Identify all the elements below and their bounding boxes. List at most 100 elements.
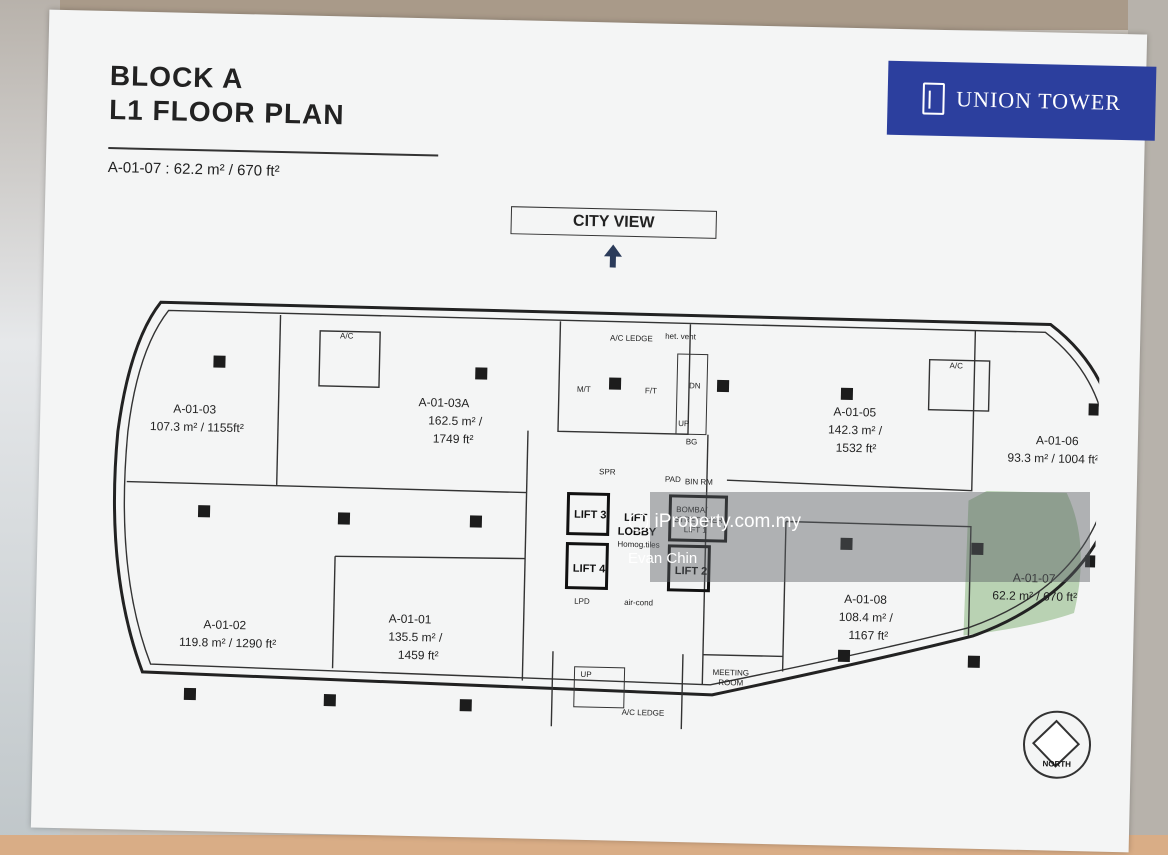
unit-area: 119.8 m² / 1290 ft² — [179, 635, 276, 651]
stretcher-label: STRETCHER — [674, 515, 723, 525]
column — [716, 379, 730, 393]
column — [197, 505, 211, 518]
wall-0101-top — [335, 555, 526, 560]
column — [608, 377, 622, 390]
inner-outline — [123, 309, 1102, 686]
wall-toilets-top — [557, 321, 692, 435]
unit-id: A-01-03A — [418, 395, 469, 410]
meeting-room-label: MEETING — [712, 668, 749, 678]
meeting-room-label-2: ROOM — [718, 678, 743, 688]
column — [337, 512, 351, 525]
ac-ledge-top-label: A/C LEDGE — [610, 333, 653, 343]
column — [967, 655, 980, 668]
north-arrow-icon: NORTH — [1031, 719, 1081, 769]
toilet-west — [318, 330, 381, 388]
watermark-band — [650, 492, 1090, 582]
north-label: NORTH — [1042, 759, 1072, 769]
unit-id: A-01-03 — [173, 402, 216, 417]
column — [183, 687, 197, 701]
building-outline — [112, 300, 1102, 697]
lobby-finish: Homog.tiles — [617, 540, 659, 550]
lift-1-shaft — [668, 494, 729, 543]
column — [840, 537, 853, 551]
column — [475, 367, 488, 380]
toilet-east — [927, 358, 991, 412]
lift-4-shaft — [564, 542, 609, 590]
floor-plan-drawing: A-01-03 107.3 m² / 1155ft² A-01-03A 162.… — [112, 300, 1102, 730]
column — [323, 694, 336, 707]
wall-0301-03a — [275, 314, 282, 485]
stair-south — [573, 666, 626, 709]
unit-area: 142.3 m² / — [828, 422, 883, 437]
bomba-label: BOMBA/ — [676, 505, 708, 515]
stair-dn-label: DN — [689, 381, 701, 390]
stair-north — [675, 353, 709, 436]
unit-id: A-01-02 — [203, 617, 246, 632]
column — [459, 699, 472, 712]
lift-3-label: LIFT 3 — [574, 509, 607, 522]
bin-room-label: BIN RM — [685, 477, 714, 487]
lift-3-shaft — [566, 492, 611, 536]
unit-area: 1749 ft² — [433, 431, 474, 446]
wall-core-west — [521, 430, 529, 681]
lift-2-label: LIFT 2 — [675, 565, 708, 578]
lift-4-label: LIFT 4 — [573, 563, 607, 576]
column — [469, 515, 483, 528]
unit-summary: A-01-07 : 62.2 m² / 670 ft² — [107, 159, 280, 180]
title-line-1: BLOCK A — [109, 60, 244, 95]
column — [840, 387, 854, 400]
unit-area: 1459 ft² — [398, 648, 439, 663]
unit-area: 135.5 m² / — [388, 630, 443, 645]
unit-area: 108.4 m² / — [839, 610, 894, 625]
brand-name: UNION TOWER — [955, 86, 1122, 115]
plan-title: BLOCK A L1 FLOOR PLAN — [109, 59, 346, 132]
highlighted-unit-area — [963, 491, 1081, 636]
wall-0108 — [785, 520, 972, 636]
unit-area: 162.5 m² / — [428, 413, 483, 428]
column — [1088, 403, 1101, 416]
spr-label: SPR — [599, 467, 616, 476]
stair-up-label-south: UP — [580, 670, 591, 679]
column — [837, 649, 851, 662]
city-view-label: CITY VIEW — [510, 206, 718, 239]
union-tower-logo-icon — [921, 82, 945, 115]
het-vent-label: het. vent — [665, 332, 697, 342]
unit-area: 62.2 m² / 670 ft² — [992, 588, 1077, 604]
wall-0101-0102 — [331, 556, 336, 669]
wall-core-east — [701, 434, 709, 685]
ac-ledge-bottom-label: A/C LEDGE — [622, 708, 665, 718]
column — [971, 542, 984, 555]
ac-label: A/C — [340, 331, 354, 340]
watermark-site: ◯ iProperty.com.my — [628, 510, 801, 533]
unit-id: A-01-01 — [389, 612, 432, 627]
wall-0105-0106 — [726, 330, 977, 492]
wall-core-bottom — [550, 651, 684, 730]
unit-area: 107.3 m² / 1155ft² — [150, 419, 244, 435]
unit-id: A-01-05 — [833, 405, 876, 420]
unit-area: 93.3 m² / 1004 ft² — [1007, 451, 1099, 467]
wall-0108-west — [781, 521, 787, 672]
up-arrow-stem — [609, 255, 616, 268]
lift-2-shaft — [666, 544, 711, 593]
unit-id: A-01-06 — [1036, 433, 1079, 448]
north-indicator: NORTH — [1022, 709, 1092, 780]
male-toilet-label: M/T — [577, 385, 591, 394]
lobby-label-2: LOBBY — [618, 526, 657, 539]
watermark-author: Evan Chin — [628, 550, 698, 567]
lobby-label: LIFT — [624, 512, 648, 525]
stair-up-label: UP — [678, 419, 689, 428]
title-line-2: L1 FLOOR PLAN — [108, 94, 345, 131]
column — [1085, 555, 1098, 568]
location-pin-icon: ◯ — [628, 511, 650, 532]
lift-1-label: LIFT 1 — [684, 525, 708, 535]
watermark-site-text: iProperty.com.my — [654, 511, 801, 532]
wall-horizontal-west — [126, 480, 527, 494]
female-toilet-label: F/T — [645, 386, 657, 395]
unit-id: A-01-07 — [1013, 571, 1056, 586]
brand-panel: UNION TOWER — [886, 60, 1157, 141]
unit-area: 1167 ft² — [848, 628, 888, 643]
pad-label: PAD — [665, 475, 681, 484]
lpd-label: LPD — [574, 597, 590, 606]
wall-meeting — [702, 653, 783, 658]
unit-id: A-01-08 — [844, 592, 887, 607]
